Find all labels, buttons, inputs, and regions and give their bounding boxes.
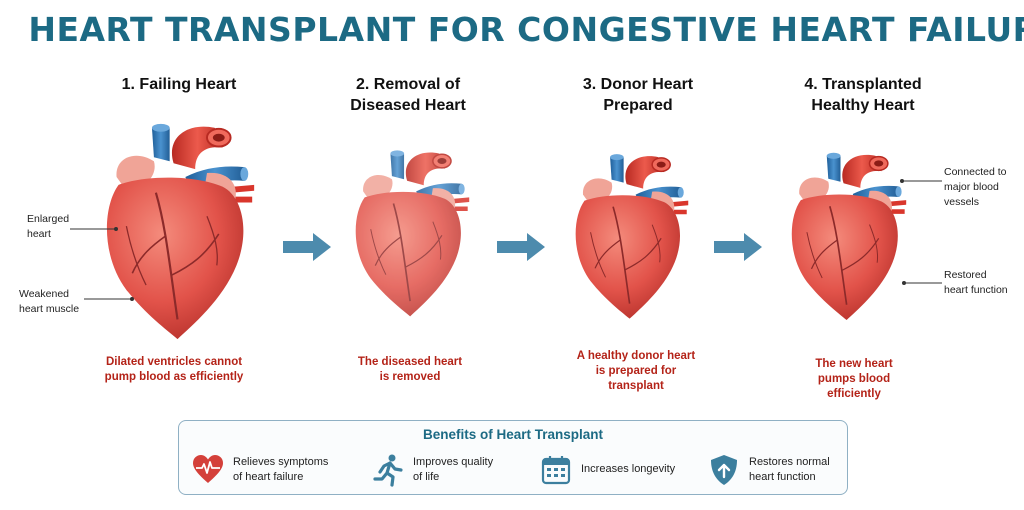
caption-line: A healthy donor heart: [576, 350, 696, 362]
annotation-line: Connected to: [944, 166, 1007, 178]
annotation-enlarged-heart: Enlarged heart: [27, 212, 69, 242]
step-3-caption: A healthy donor heart is prepared for tr…: [541, 349, 731, 394]
step-4-title: 4. Transplanted Healthy Heart: [768, 74, 958, 116]
annotation-line: major blood: [944, 181, 999, 193]
annotation-line: heart: [27, 228, 51, 240]
caption-line: The diseased heart: [357, 356, 463, 368]
benefits-title: Benefits of Heart Transplant: [422, 427, 604, 442]
caption-line: pumps blood: [817, 373, 891, 385]
annotation-line: Restored: [944, 269, 987, 281]
benefit-item: Improves quality of life: [371, 453, 531, 489]
step-1-title: 1. Failing Heart: [84, 74, 274, 95]
arrow-right-icon: [283, 233, 331, 261]
benefit-item: Increases longevity: [539, 453, 699, 489]
leader-line: [900, 179, 942, 183]
benefit-line: Relieves symptoms: [233, 456, 329, 468]
step-1-caption: Dilated ventricles cannot pump blood as …: [79, 355, 269, 385]
benefit-line: heart function: [749, 471, 816, 483]
benefit-text: Relieves symptoms of heart failure: [233, 455, 353, 485]
arrow-right-icon: [497, 233, 545, 261]
annotation-restored-function: Restored heart function: [944, 268, 1008, 298]
benefit-line: Restores normal: [749, 456, 830, 468]
annotation-weakened-muscle: Weakened heart muscle: [19, 287, 79, 317]
calendar-icon: [541, 456, 571, 485]
step-2-title-line2: Diseased Heart: [350, 97, 466, 114]
step-4-title-line2: Healthy Heart: [811, 97, 915, 114]
step-2-caption: The diseased heart is removed: [315, 355, 505, 385]
shield-icon: [711, 455, 737, 485]
step-2-title: 2. Removal of Diseased Heart: [313, 74, 503, 116]
benefit-line: Improves quality: [413, 456, 494, 468]
step-3-title-line2: Prepared: [603, 97, 673, 114]
step-3-title: 3. Donor Heart Prepared: [543, 74, 733, 116]
leader-line: [84, 297, 134, 301]
benefit-item: Relieves symptoms of heart failure: [191, 453, 351, 489]
annotation-line: heart function: [944, 284, 1008, 296]
diseased-heart-illustration: [354, 149, 471, 318]
step-3-title-line1: 3. Donor Heart: [582, 76, 694, 93]
transplanted-heart-illustration: [790, 151, 908, 321]
caption-line: is removed: [379, 371, 441, 383]
caption-line: pump blood as efficiently: [104, 371, 244, 383]
benefits-panel: Benefits of Heart Transplant Relieves sy…: [178, 420, 848, 495]
caption-line: Dilated ventricles cannot: [105, 356, 243, 368]
arrow-right-icon: [714, 233, 762, 261]
caption-line: The new heart: [815, 358, 893, 370]
caption-line: is prepared for: [595, 365, 677, 377]
benefit-text: Increases longevity: [581, 462, 701, 477]
annotation-line: heart muscle: [19, 303, 80, 315]
caption-line: efficiently: [827, 388, 881, 400]
annotation-line: vessels: [944, 196, 980, 208]
page-title: HEART TRANSPLANT FOR CONGESTIVE HEART FA…: [28, 10, 1024, 49]
step-2-title-line1: 2. Removal of: [355, 76, 461, 93]
annotation-line: Weakened: [19, 288, 70, 300]
leader-line: [70, 227, 118, 231]
step-1-title-line1: 1. Failing Heart: [121, 76, 237, 93]
annotation-line: Enlarged: [27, 213, 70, 225]
step-4-caption: The new heart pumps blood efficiently: [759, 357, 949, 402]
heart-rate-icon: [193, 455, 223, 483]
caption-line: transplant: [608, 380, 664, 392]
benefit-item: Restores normal heart function: [707, 453, 847, 489]
benefit-text: Restores normal heart function: [749, 455, 849, 485]
running-person-icon: [373, 454, 403, 487]
annotation-connected-vessels: Connected to major blood vessels: [944, 165, 1006, 210]
donor-heart-illustration: [574, 153, 690, 320]
benefit-line: of life: [413, 471, 440, 483]
benefit-line: of heart failure: [233, 471, 304, 483]
leader-line: [902, 281, 942, 285]
benefit-line: Increases longevity: [581, 463, 676, 475]
benefit-text: Improves quality of life: [413, 455, 533, 485]
step-4-title-line1: 4. Transplanted: [804, 76, 922, 93]
